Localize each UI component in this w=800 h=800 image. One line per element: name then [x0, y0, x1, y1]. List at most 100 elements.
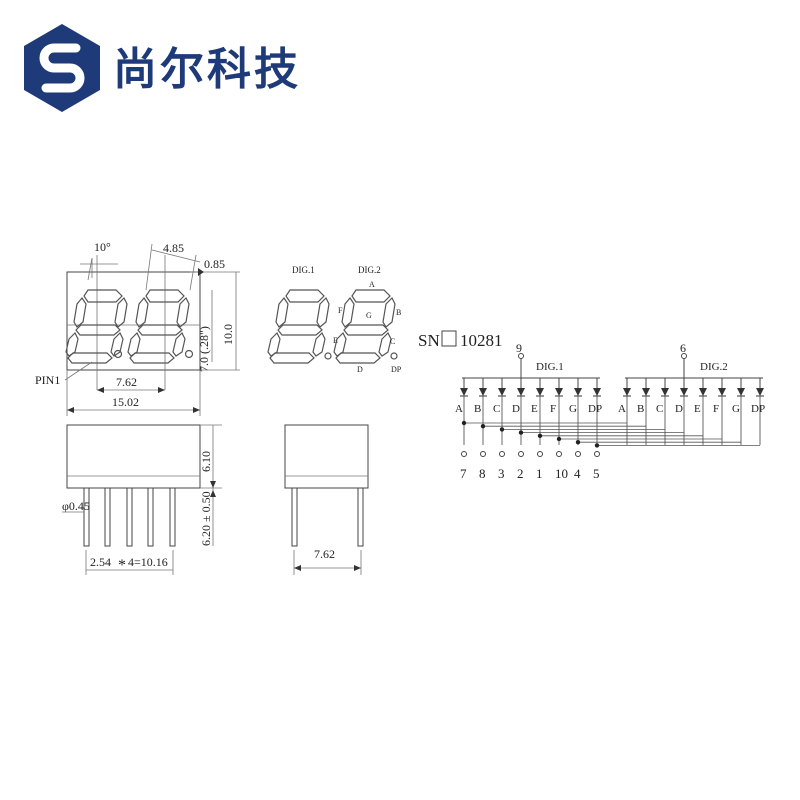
- body-width-label: 15.02: [112, 395, 139, 409]
- dig1-seg-label-e: E: [531, 403, 538, 415]
- dig1-diode-a: [460, 388, 468, 396]
- pin-span-star: *: [118, 557, 126, 574]
- body-thickness-label: 6.10: [199, 451, 213, 472]
- end-body-outline: [284, 424, 369, 489]
- dig1-diode-f: [555, 388, 563, 396]
- body-height-label: 10.0: [221, 324, 235, 345]
- end-view: 7.62: [284, 424, 369, 575]
- legend-seg-dp: DP: [391, 365, 402, 374]
- dig2-seg-label-f: F: [713, 403, 719, 415]
- bus-junction-1: [480, 424, 486, 429]
- segment-thickness-label: 0.85: [204, 257, 225, 271]
- pin-number-3: 3: [498, 466, 505, 481]
- seg-width-ext-left: [145, 243, 153, 291]
- pin-terminal-7: [461, 451, 467, 457]
- pin-terminal-5: [594, 451, 600, 457]
- dig2-seg-label-c: C: [656, 403, 663, 415]
- pin-number-2: 2: [517, 466, 524, 481]
- company-name: 尚尔科技: [113, 44, 301, 95]
- legend-digit-2: [333, 289, 398, 364]
- part-prefix: SN: [418, 331, 440, 350]
- digit-height-label: 7.0 (.28"): [197, 326, 211, 372]
- dig2-diode-g: [737, 388, 745, 396]
- bus-junction-0: [461, 420, 467, 426]
- dig1-seg-label-c: C: [493, 403, 500, 415]
- pin-terminal-1: [537, 451, 543, 457]
- dig1-seg-label-g: G: [569, 403, 577, 415]
- bus-junction-7: [594, 443, 600, 448]
- seg-width-dim-line: [151, 249, 201, 263]
- pin-number-7: 7: [460, 466, 467, 481]
- dig2-seg-label-d: D: [675, 403, 683, 415]
- dig1-diode-g: [574, 388, 582, 396]
- pin-terminal-4: [575, 451, 581, 457]
- pin-length-label: 6.20 ± 0.50: [199, 491, 213, 546]
- pin-terminal-10: [556, 451, 562, 457]
- dig2-diode-f: [718, 388, 726, 396]
- pin-number-5: 5: [593, 466, 600, 481]
- end-pin-left: [291, 487, 298, 547]
- seg-width-ext-right: [189, 254, 197, 291]
- legend-dig1-label: DIG.1: [292, 265, 315, 275]
- bus-junction-3: [518, 430, 524, 435]
- pin-number-4: 4: [574, 466, 581, 481]
- side-view: 6.10 6.20 ± 0.50 φ0.45 2.54 * 4=10.16: [62, 424, 222, 575]
- legend-seg-f: F: [338, 306, 343, 315]
- pin-terminal-8: [480, 451, 486, 457]
- dig1-seg-label-f: F: [550, 403, 556, 415]
- pin-terminal-3: [499, 451, 505, 457]
- bus-junction-4: [537, 433, 543, 438]
- dig2-diode-d: [680, 388, 688, 396]
- dig2-seg-label-e: E: [694, 403, 701, 415]
- legend-seg-a: A: [369, 280, 375, 289]
- pin-number-8: 8: [479, 466, 486, 481]
- dig1-diode-d: [517, 388, 525, 396]
- angle-slant-line: [87, 257, 93, 281]
- dig1-diode-e: [536, 388, 544, 396]
- pin1-label: PIN1: [35, 373, 60, 387]
- pin-terminal-2: [518, 451, 524, 457]
- segment-legend: DIG.1 DIG.2 A B C D E F G DP: [267, 265, 402, 374]
- dig2-seg-label-a: A: [618, 403, 626, 415]
- dig2-diode-b: [642, 388, 650, 396]
- bus-junction-6: [575, 440, 581, 445]
- dig1-seg-label-b: B: [474, 403, 481, 415]
- bus-junction-2: [499, 427, 505, 432]
- dig2-seg-label-g: G: [732, 403, 740, 415]
- legend-digit-1: [267, 289, 332, 364]
- pin-span-mult-label: 4=10.16: [128, 555, 168, 569]
- legend-seg-e: E: [333, 336, 338, 345]
- header: 尚尔科技: [0, 0, 800, 130]
- front-view: 10° 4.85 0.85 7.0 (.28") 10.0 PIN1 7.62 …: [35, 240, 240, 416]
- pin-span-label: 2.54: [90, 555, 111, 569]
- dig2-seg-label-dp: DP: [751, 403, 765, 415]
- part-number: 10281: [460, 331, 503, 350]
- part-box: [441, 330, 457, 347]
- dig1-diode-b: [479, 388, 487, 396]
- end-width-label: 7.62: [314, 547, 335, 561]
- dig2-diode-a: [623, 388, 631, 396]
- dig2-diode-e: [699, 388, 707, 396]
- legend-seg-c: C: [390, 337, 395, 346]
- legend-seg-b: B: [396, 308, 401, 317]
- legend-seg-g: G: [366, 311, 372, 320]
- schematic-dig1-label: DIG.1: [536, 361, 564, 373]
- pitch-label: 7.62: [116, 375, 137, 389]
- dig2-diode-c: [661, 388, 669, 396]
- pin-number-1: 1: [536, 466, 543, 481]
- dig1-seg-label-dp: DP: [588, 403, 602, 415]
- side-body-outline: [66, 424, 201, 489]
- dig2-common-pin: [681, 353, 687, 359]
- dig2-diode-dp: [756, 388, 764, 396]
- pin-diameter-label: φ0.45: [62, 499, 90, 513]
- legend-dig2-label: DIG.2: [358, 265, 381, 275]
- company-logo: [24, 24, 100, 112]
- common-pin-6: 6: [680, 341, 686, 355]
- common-pin-9: 9: [516, 341, 522, 355]
- side-pins: [83, 487, 176, 547]
- segment-width-label: 4.85: [163, 241, 184, 255]
- dig1-seg-label-d: D: [512, 403, 520, 415]
- angle-label: 10°: [94, 240, 111, 254]
